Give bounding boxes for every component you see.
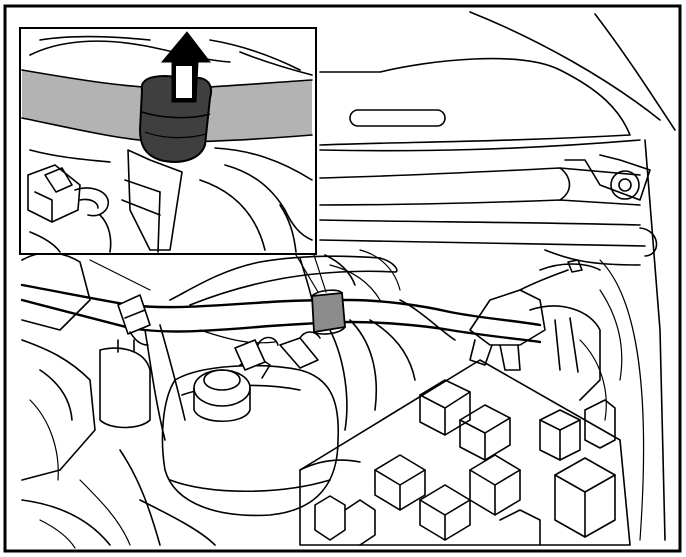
wire-harness-top [20,283,542,327]
relay-1 [419,379,471,436]
cowl-slot [349,109,446,127]
fluid-reservoir [161,364,340,517]
reservoir-cap [193,369,251,407]
detail-inset [19,27,317,255]
inset-wire-sleeve [127,149,183,251]
fuse-box [299,359,631,546]
wiper-pivot-bracket [564,154,651,201]
hood-edge [469,11,661,121]
fender-edge [644,139,666,541]
relay-3 [539,409,581,461]
callout-leader-left [295,254,319,293]
callout-leader-right [313,254,327,293]
wire-harness-bottom [20,298,542,344]
engine-bay-scene [20,11,676,549]
connector-block [469,289,546,346]
relay-4 [554,457,616,538]
inset-connector [27,164,81,223]
relay-2 [459,404,511,461]
arrow-up-icon [160,31,212,103]
left-component [21,339,96,481]
wiper-linkage [319,167,641,179]
clip-location-marker [311,289,346,335]
wiper-pivot [610,170,640,200]
harness-clip [311,292,346,334]
cowl-panel [319,57,631,146]
fuse-slot-1 [374,454,426,511]
